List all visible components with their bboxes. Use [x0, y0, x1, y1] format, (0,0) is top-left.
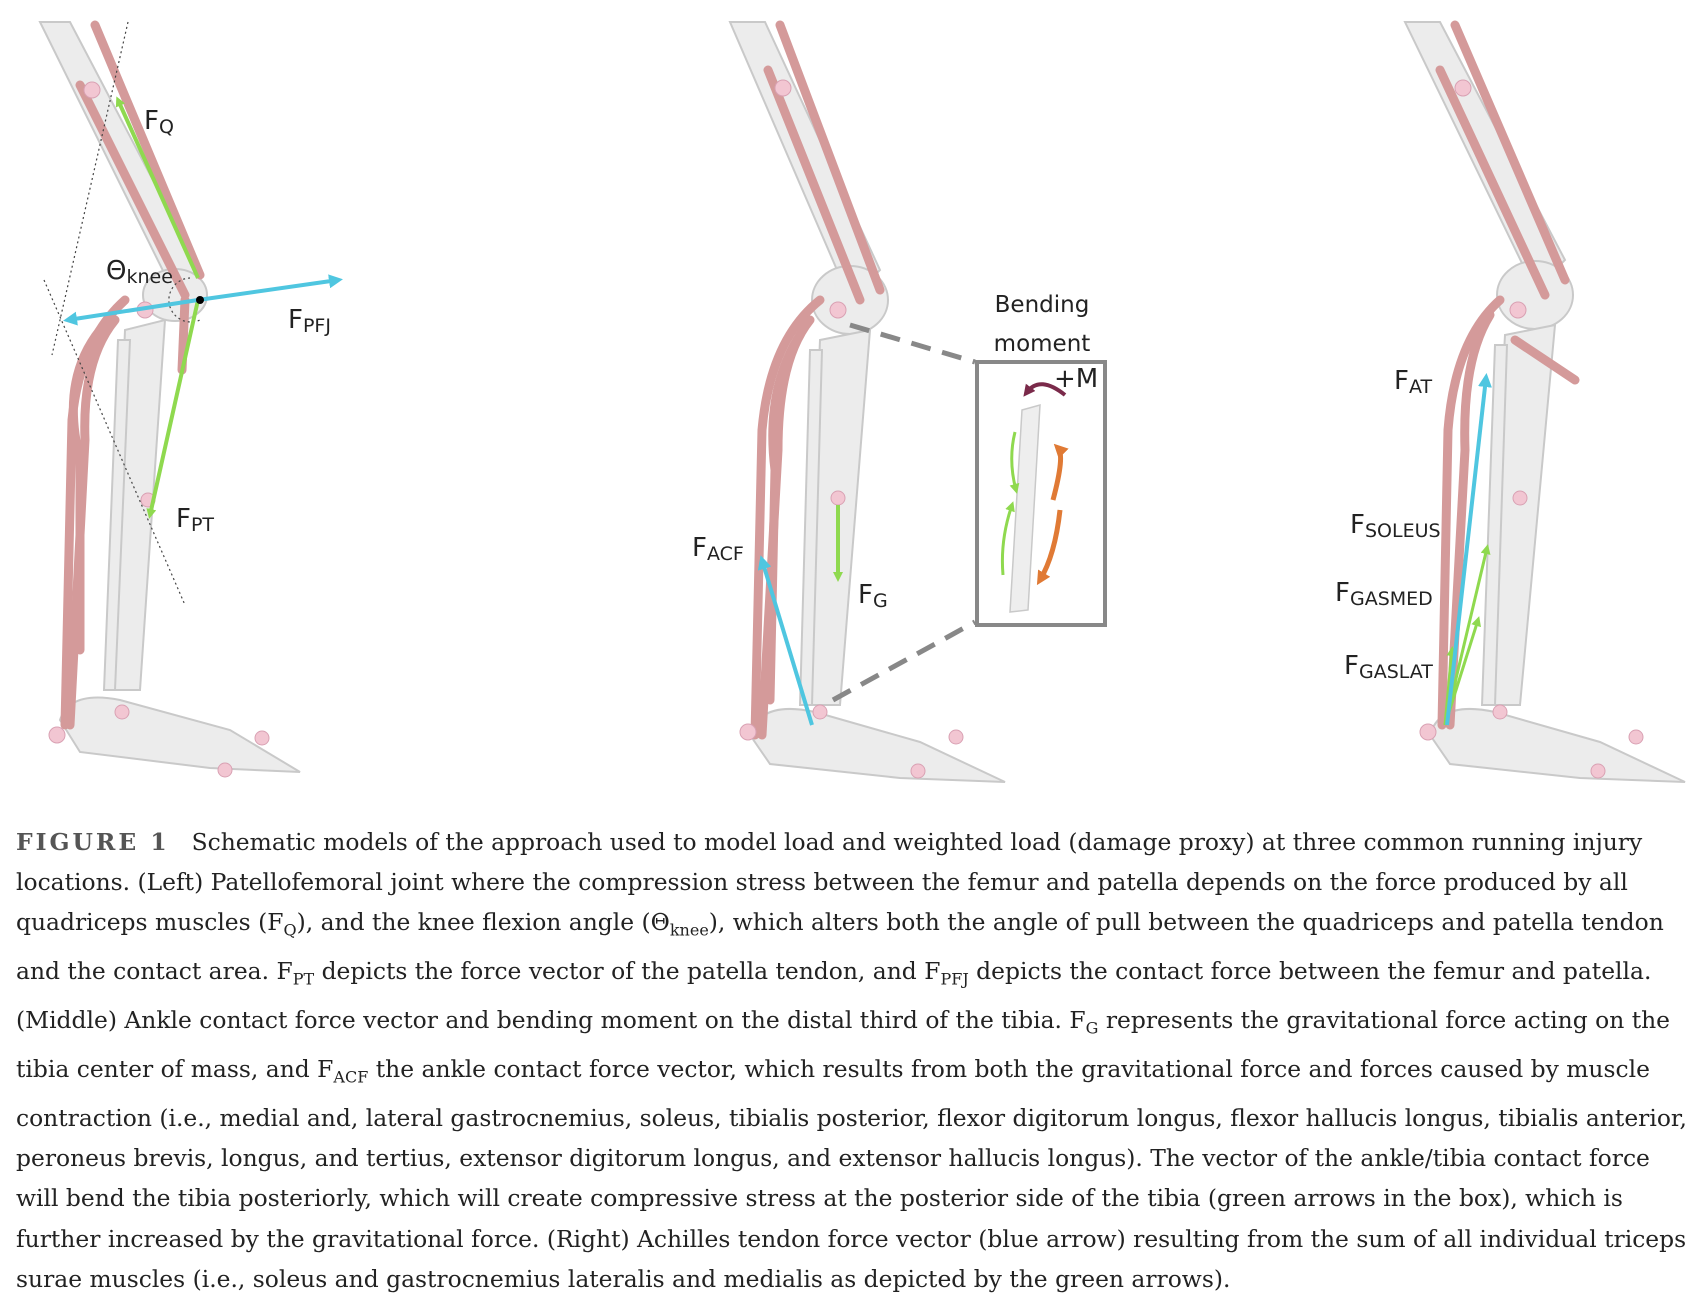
right-marker — [1455, 80, 1471, 96]
right-marker — [1420, 724, 1436, 740]
left-marker — [84, 82, 100, 98]
middle-marker — [949, 730, 963, 744]
middle-marker — [911, 764, 925, 778]
left-panel — [40, 22, 338, 777]
left-marker — [218, 763, 232, 777]
middle-marker — [775, 80, 791, 96]
label-facf: FACF — [692, 533, 744, 565]
right-marker — [1629, 730, 1643, 744]
middle-marker — [813, 705, 827, 719]
label-fpt: FPT — [176, 504, 214, 536]
right-marker — [1493, 705, 1507, 719]
knee-joint-center — [196, 296, 204, 304]
musculoskeletal-figure — [0, 0, 1702, 800]
label-fgasmed: FGASMED — [1335, 578, 1433, 610]
left-marker — [49, 727, 65, 743]
right-marker — [1513, 491, 1527, 505]
right-marker — [1510, 302, 1526, 318]
label-fat: FAT — [1394, 366, 1432, 398]
middle-foot — [750, 709, 1005, 782]
right-panel — [1405, 22, 1685, 782]
label-theta-knee: Θknee — [106, 256, 173, 288]
label-fsoleus: FSOLEUS — [1350, 510, 1441, 542]
label-fgaslat: FGASLAT — [1344, 651, 1433, 683]
figure-panels: FQ Θknee FPFJ FPT FACF FG Bending moment… — [0, 0, 1702, 800]
right-marker — [1591, 764, 1605, 778]
label-plus-m: +M — [1054, 364, 1098, 394]
label-fg: FG — [858, 580, 888, 612]
bending-moment-box — [977, 362, 1105, 625]
label-moment: moment — [980, 331, 1104, 357]
middle-panel — [730, 22, 1105, 782]
label-fq: FQ — [144, 106, 174, 138]
middle-marker — [740, 724, 756, 740]
figure-label: FIGURE 1 — [16, 828, 170, 856]
left-marker — [115, 705, 129, 719]
fpfj-arrow — [198, 280, 338, 300]
middle-marker — [830, 302, 846, 318]
right-foot — [1430, 709, 1685, 782]
label-fpfj: FPFJ — [288, 305, 331, 337]
middle-marker — [831, 491, 845, 505]
label-bending: Bending — [980, 292, 1104, 318]
left-marker — [255, 731, 269, 745]
zoom-line-bottom — [833, 622, 975, 700]
